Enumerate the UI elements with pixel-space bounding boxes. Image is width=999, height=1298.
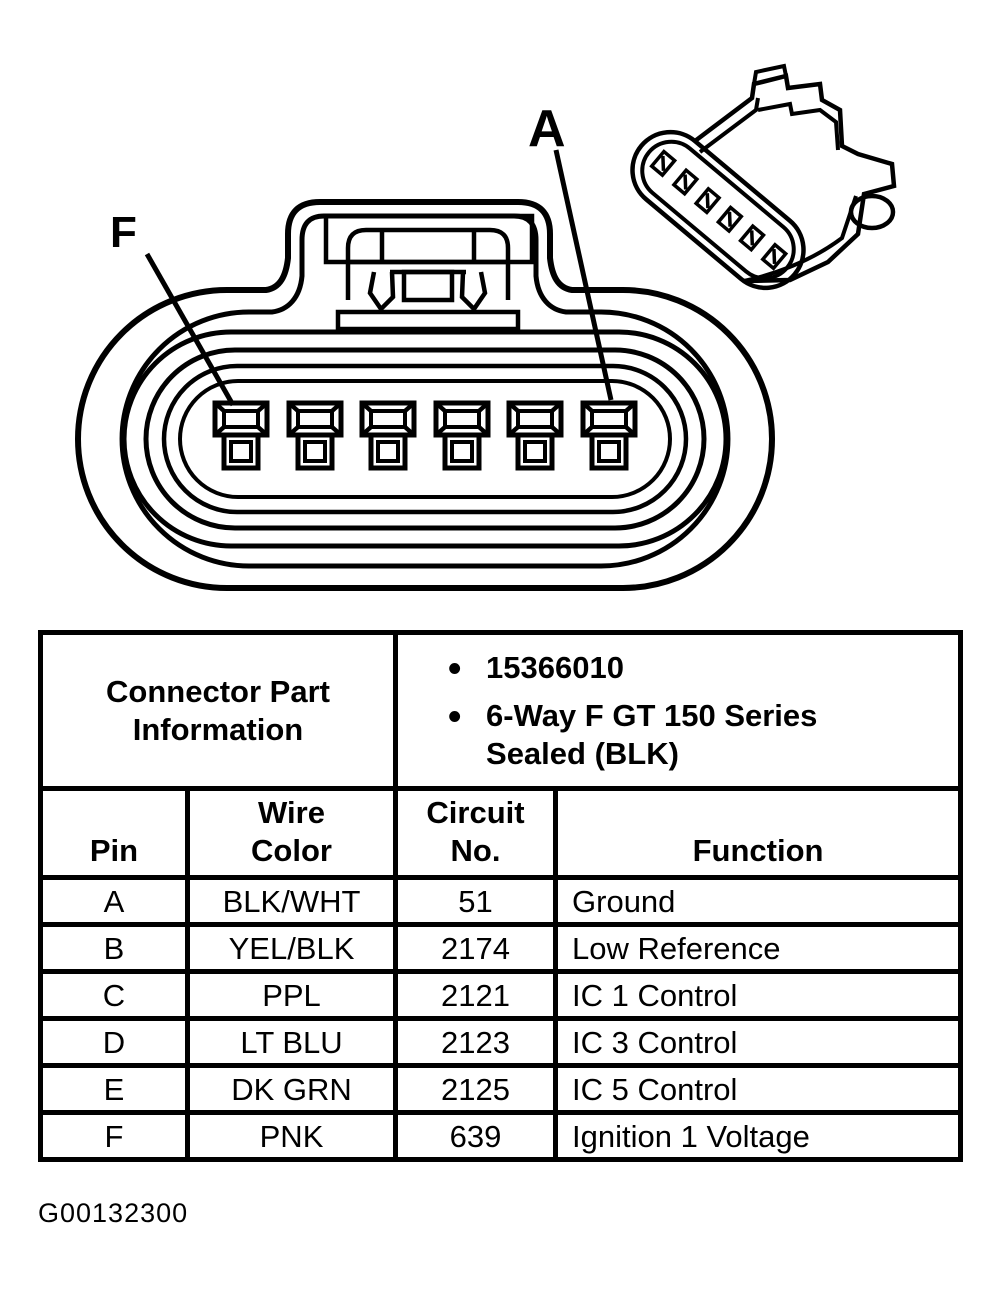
function-cell: IC 3 Control	[553, 1016, 964, 1069]
circuit-no-cell: 2121	[393, 969, 559, 1022]
table-row: C PPL 2121 IC 1 Control	[38, 969, 964, 1022]
pin-cell: B	[38, 922, 190, 975]
pin-cell: A	[38, 875, 190, 928]
pin-cell: C	[38, 969, 190, 1022]
wire-color-cell: LT BLU	[184, 1016, 399, 1069]
connector-3d-view	[630, 63, 897, 291]
wire-color-cell: DK GRN	[184, 1063, 399, 1116]
pin-cell: E	[38, 1063, 190, 1116]
part-description: 6-Way F GT 150 Series Sealed (BLK)	[448, 694, 868, 773]
table-row: B YEL/BLK 2174 Low Reference	[38, 922, 964, 975]
function-cell: Low Reference	[553, 922, 964, 975]
circuit-no-cell: 639	[393, 1110, 559, 1163]
column-header-pin: Pin	[38, 786, 190, 881]
connector-diagram: F A	[75, 63, 897, 591]
pin-terminal	[506, 400, 564, 471]
table-row: E DK GRN 2125 IC 5 Control	[38, 1063, 964, 1116]
pin-a-label: A	[528, 100, 566, 158]
leader-line-f	[144, 252, 236, 407]
pin-terminal	[286, 400, 344, 471]
circuit-no-cell: 51	[393, 875, 559, 928]
leader-line-a	[553, 149, 614, 401]
seal-ring-4	[161, 363, 689, 515]
circuit-no-cell: 2125	[393, 1063, 559, 1116]
seal-ring-3	[143, 347, 707, 531]
function-cell: Ground	[553, 875, 964, 928]
pin-terminal	[212, 400, 270, 471]
part-info-details: 15366010 6-Way F GT 150 Series Sealed (B…	[393, 629, 964, 792]
seal-ring-2	[121, 329, 729, 549]
column-header-circuit-no: Circuit No.	[393, 786, 559, 881]
figure-id: G00132300	[38, 1198, 189, 1228]
table-row: F PNK 639 Ignition 1 Voltage	[38, 1110, 964, 1163]
function-cell: IC 5 Control	[553, 1063, 964, 1116]
pin-terminal	[580, 400, 638, 471]
wire-color-cell: PPL	[184, 969, 399, 1022]
part-info-row: Connector Part Information 15366010 6-Wa…	[37, 629, 964, 792]
pin-terminals	[212, 400, 638, 471]
wire-color-cell: PNK	[184, 1110, 399, 1163]
part-info-header: Connector Part Information	[37, 629, 399, 792]
column-header-row: Pin Wire Color Circuit No. Function	[38, 786, 964, 881]
part-number: 15366010	[448, 646, 868, 692]
connector-front-view	[75, 199, 775, 591]
seal-ring-5	[178, 379, 672, 499]
pin-cell: F	[38, 1110, 190, 1163]
wire-color-cell: BLK/WHT	[184, 875, 399, 928]
pin-terminal	[433, 400, 491, 471]
column-header-function: Function	[553, 786, 964, 881]
pin-cell: D	[38, 1016, 190, 1069]
circuit-no-cell: 2123	[393, 1016, 559, 1069]
table-row: D LT BLU 2123 IC 3 Control	[38, 1016, 964, 1069]
table-row: A BLK/WHT 51 Ground	[38, 875, 964, 928]
housing-outline	[75, 199, 775, 591]
function-cell: IC 1 Control	[553, 969, 964, 1022]
connector-pinout-table: Connector Part Information 15366010 6-Wa…	[37, 629, 964, 1163]
pin-f-label: F	[110, 208, 137, 257]
wire-color-cell: YEL/BLK	[184, 922, 399, 975]
3d-pin-slots	[649, 149, 789, 271]
latch-detail	[323, 213, 535, 332]
function-cell: Ignition 1 Voltage	[553, 1110, 964, 1163]
column-header-wire-color: Wire Color	[184, 786, 399, 881]
circuit-no-cell: 2174	[393, 922, 559, 975]
pin-terminal	[359, 400, 417, 471]
